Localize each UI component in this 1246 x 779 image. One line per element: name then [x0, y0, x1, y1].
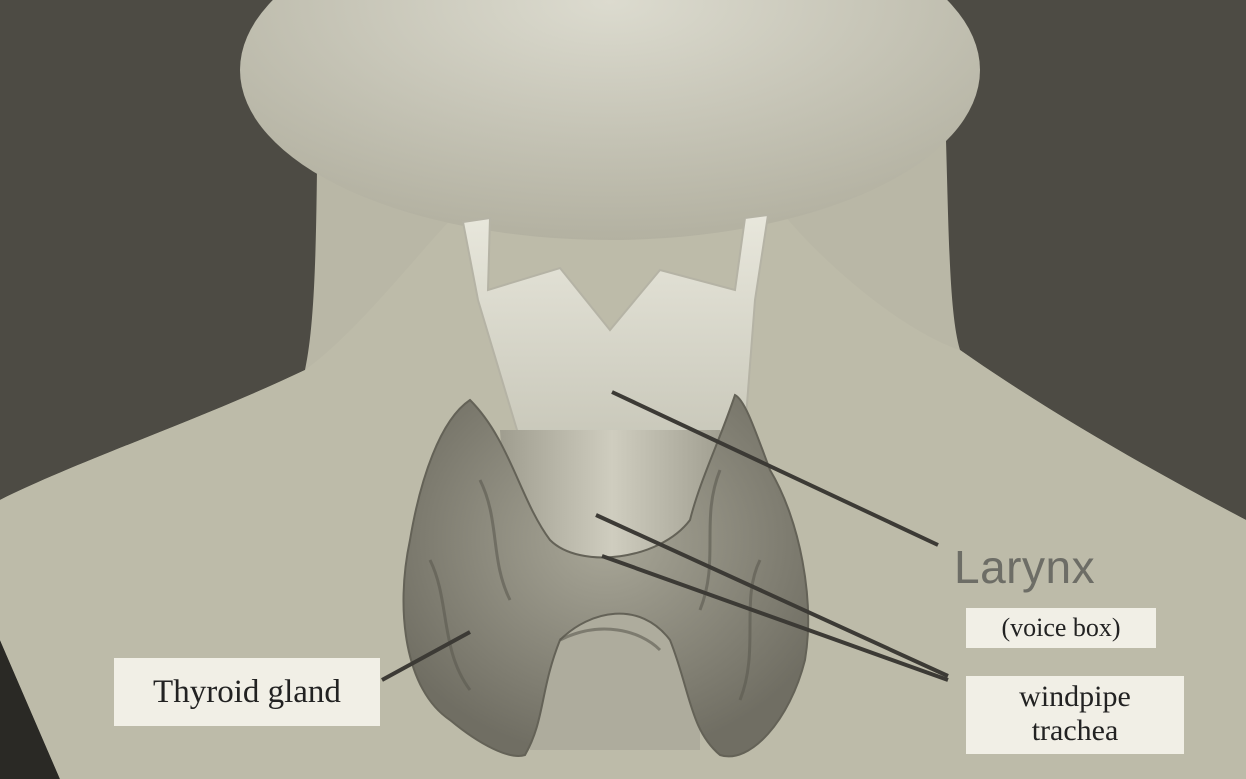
- trachea-label-box: windpipe trachea: [966, 676, 1184, 754]
- voice-box-label: (voice box): [966, 608, 1156, 648]
- thyroid-gland-label: Thyroid gland: [114, 658, 380, 726]
- trachea-label: trachea: [966, 714, 1184, 748]
- larynx-label: Larynx: [954, 540, 1095, 594]
- windpipe-label: windpipe: [966, 680, 1184, 714]
